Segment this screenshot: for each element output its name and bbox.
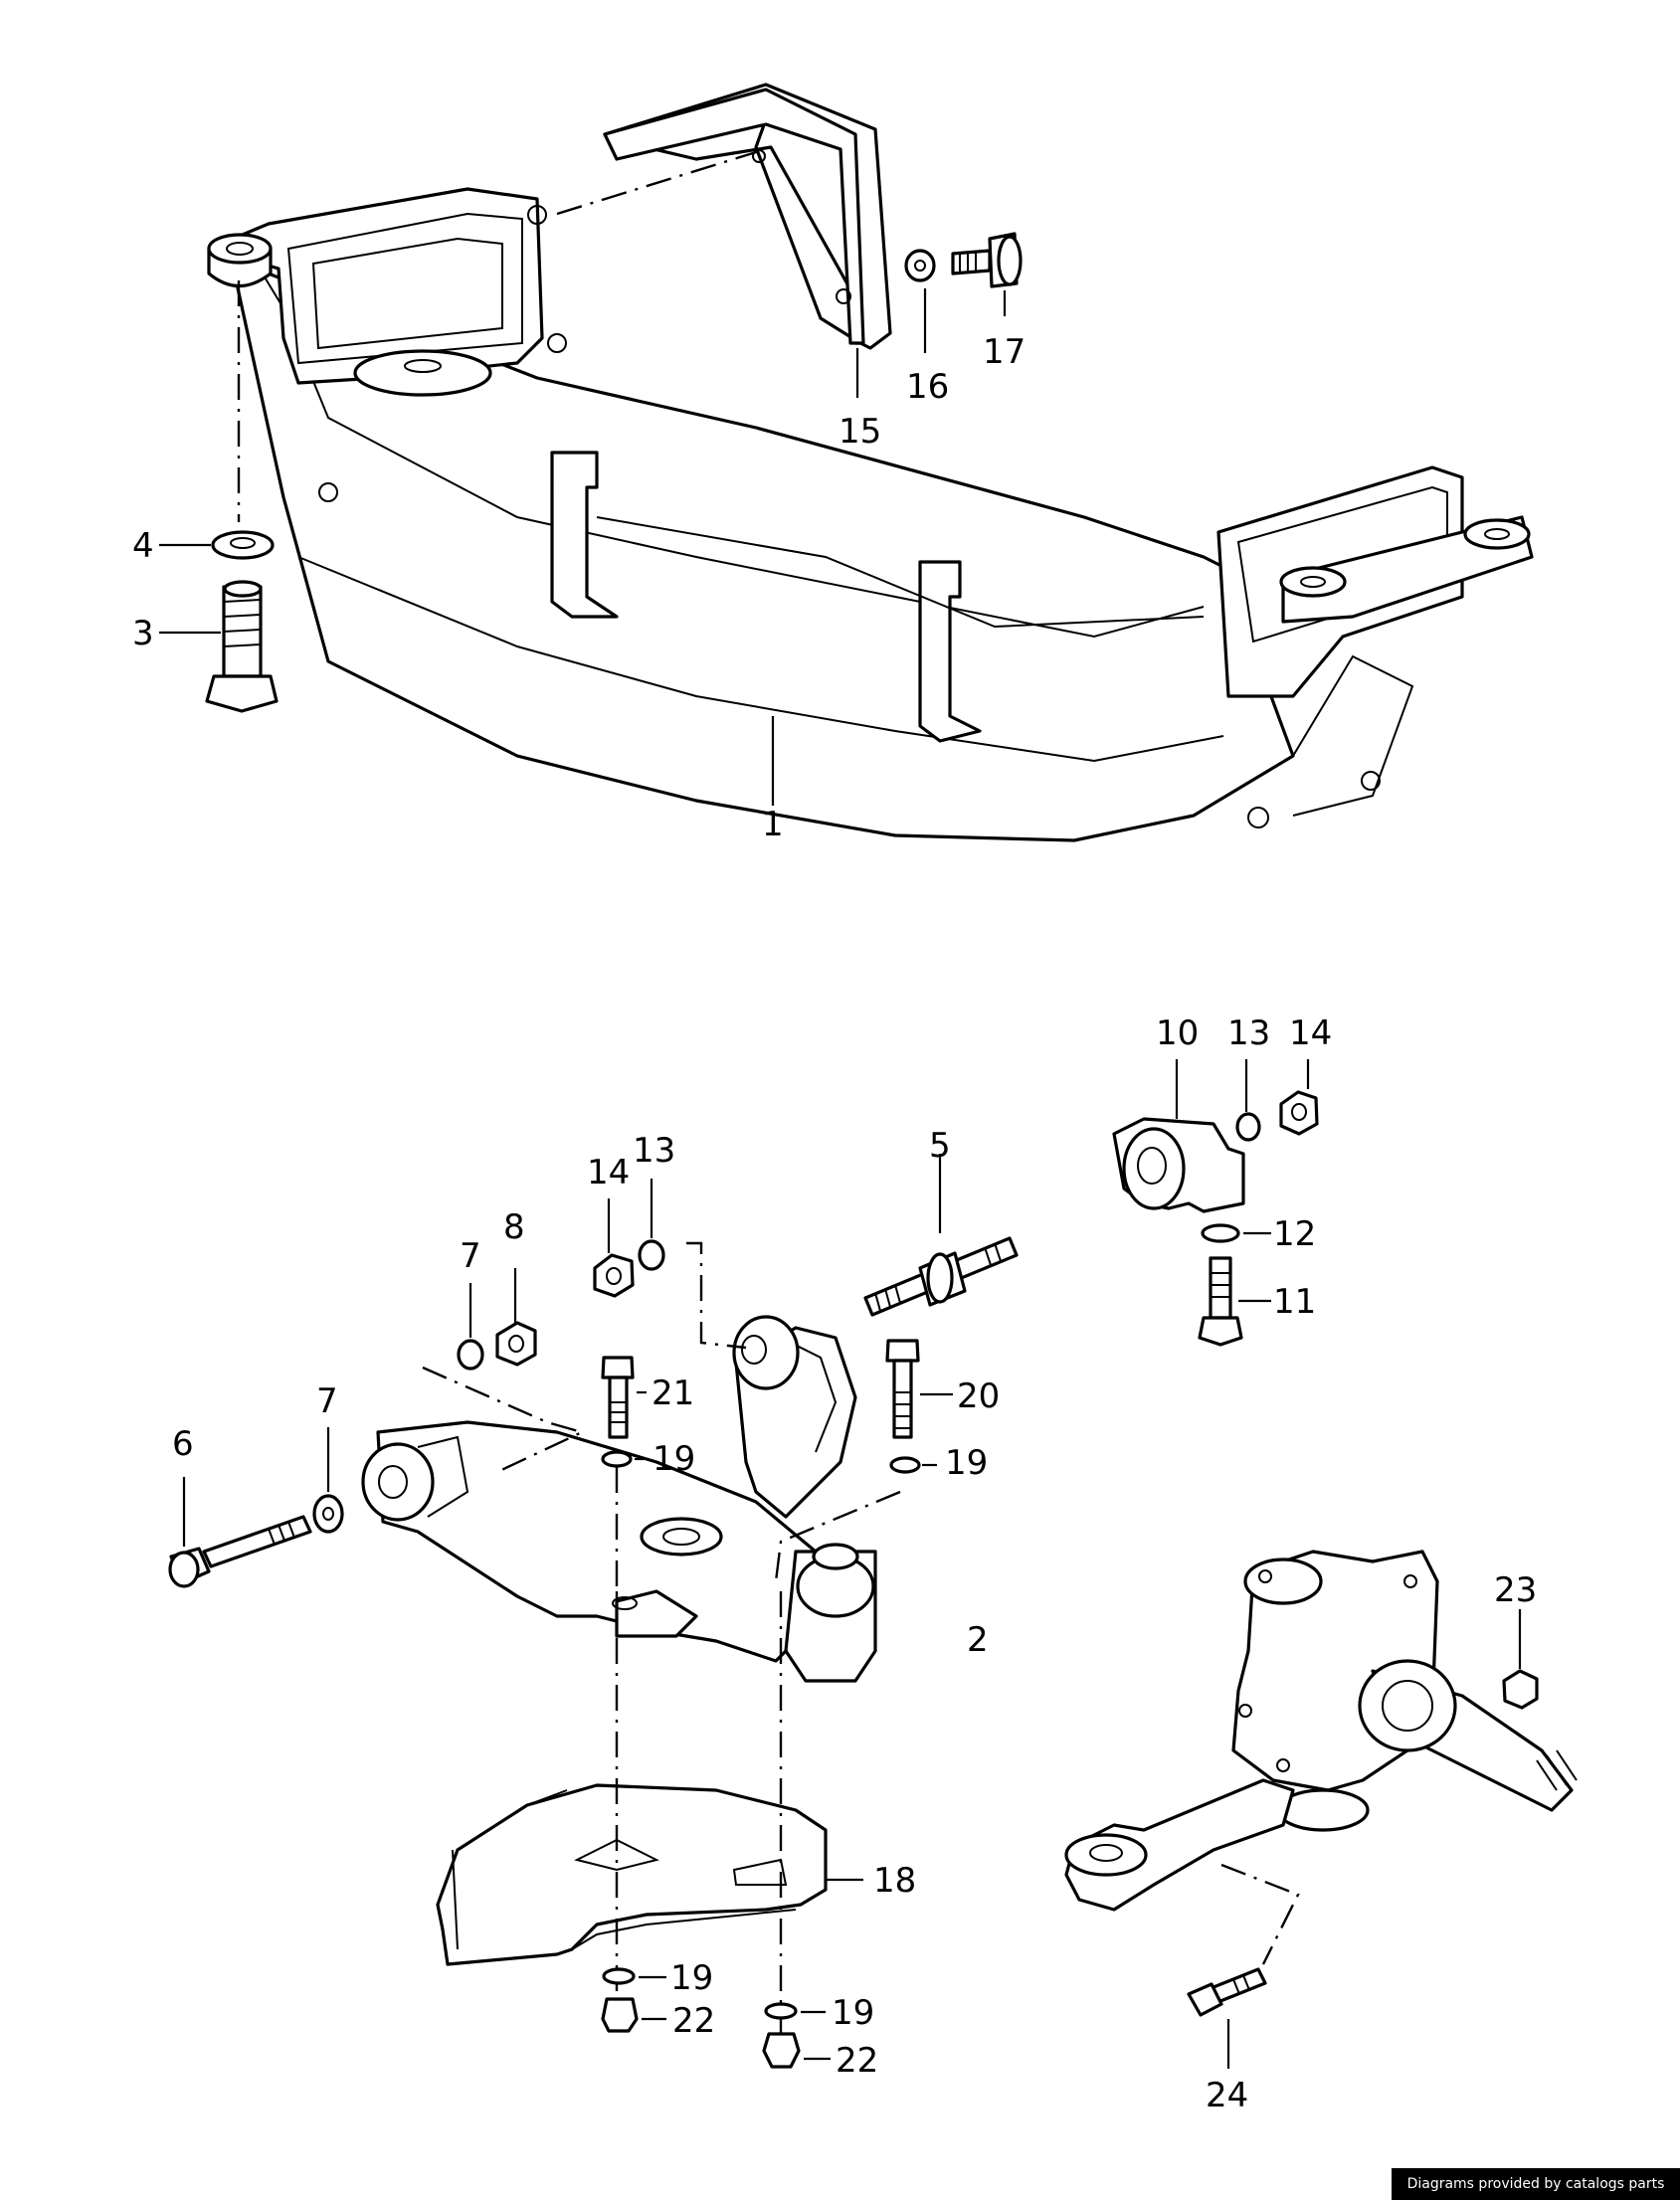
washer-7a [457, 1339, 484, 1371]
washer-19d [764, 2002, 798, 2020]
shield-plate [436, 1783, 828, 1966]
washer-13a [1235, 1112, 1261, 1142]
washer-12 [1201, 1223, 1240, 1243]
bolt-3 [205, 580, 279, 713]
control-arm [361, 1315, 877, 1683]
washer-13b [638, 1239, 665, 1271]
nut-23 [1502, 1669, 1539, 1710]
nut-22b [762, 2032, 801, 2069]
callout-24: 24 [1206, 2076, 1248, 2115]
bolt-17 [951, 232, 1023, 288]
bolt-21 [601, 1356, 635, 1439]
callout-20: 20 [957, 1376, 1000, 1416]
callout-17: 17 [983, 332, 1026, 372]
callout-22b: 22 [836, 2041, 878, 2081]
callout-8: 8 [503, 1207, 525, 1247]
callout-10: 10 [1156, 1013, 1199, 1053]
callout-19a: 19 [653, 1439, 695, 1479]
washer-7b [312, 1494, 344, 1534]
washer-19c [602, 1967, 636, 1985]
callout-19b: 19 [945, 1443, 988, 1483]
washer-19b [889, 1456, 921, 1474]
rubber-mount [1112, 1117, 1245, 1213]
callout-14a: 14 [1289, 1013, 1332, 1053]
bolt-24 [1187, 1967, 1267, 2017]
callout-12: 12 [1273, 1214, 1316, 1254]
bolt-11 [1198, 1256, 1243, 1347]
callout-16: 16 [906, 367, 949, 407]
callout-13b: 13 [633, 1131, 675, 1171]
washer-19a [601, 1450, 633, 1468]
callout-15: 15 [839, 412, 881, 452]
callout-7a: 7 [460, 1236, 481, 1276]
callout-3: 3 [132, 614, 154, 653]
callout-23: 23 [1494, 1570, 1537, 1610]
callout-4: 4 [132, 526, 154, 566]
callout-13a: 13 [1227, 1013, 1270, 1053]
washer-4 [211, 530, 275, 560]
callout-19c: 19 [670, 1958, 713, 1998]
callout-18: 18 [873, 1861, 916, 1901]
bolt-5 [863, 1236, 1019, 1317]
callout-19d: 19 [832, 1993, 874, 2033]
bolt-6 [168, 1515, 312, 1588]
nut-14a [1279, 1090, 1319, 1136]
nut-22a [601, 1997, 639, 2033]
mount-bracket [603, 83, 892, 350]
callout-7b: 7 [316, 1381, 338, 1421]
credit-badge: Diagrams provided by catalogs parts [1392, 2168, 1680, 2200]
callout-14b: 14 [587, 1153, 630, 1192]
steering-knuckle [1064, 1550, 1578, 1912]
callout-1: 1 [762, 805, 784, 844]
callout-21: 21 [652, 1374, 694, 1413]
washer-16 [904, 249, 936, 282]
nut-14b [593, 1253, 635, 1298]
crossmember [207, 187, 1534, 842]
bolt-20 [885, 1339, 920, 1439]
nut-8 [495, 1321, 537, 1367]
callout-11: 11 [1273, 1282, 1316, 1322]
callout-2: 2 [967, 1620, 989, 1660]
callout-22a: 22 [672, 2001, 715, 2041]
callout-5: 5 [929, 1126, 951, 1166]
callout-6: 6 [172, 1424, 194, 1464]
